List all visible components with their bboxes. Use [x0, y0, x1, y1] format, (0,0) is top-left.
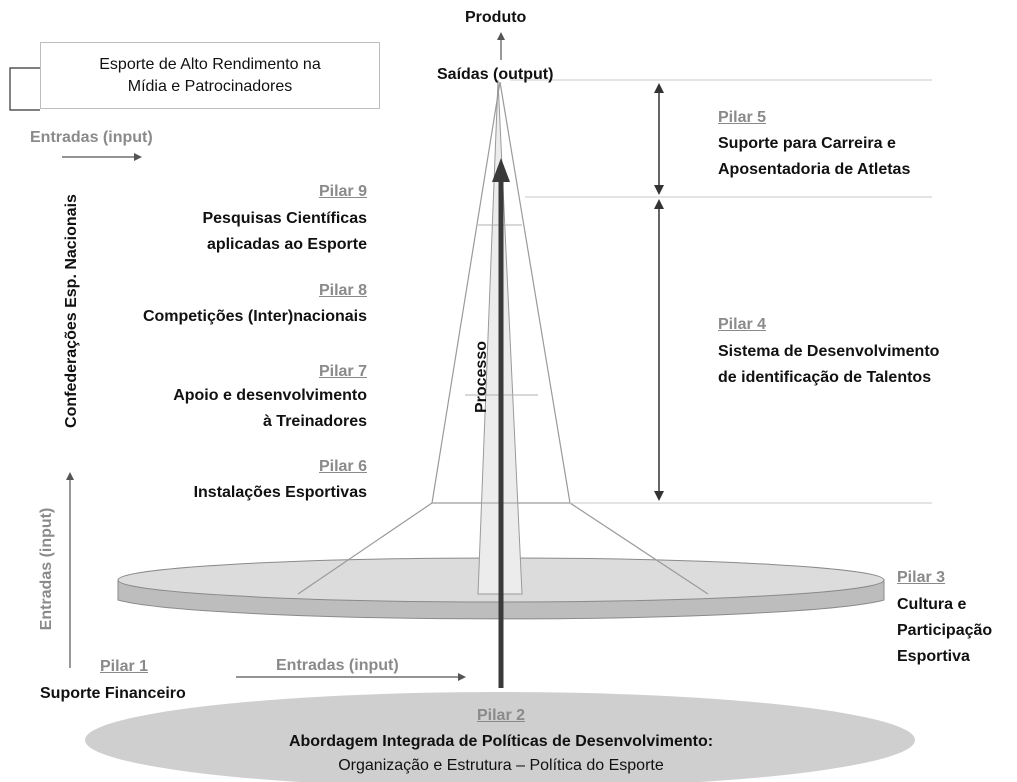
- product-label: Produto: [465, 9, 527, 26]
- pilar7-line2: à Treinadores: [262, 413, 367, 430]
- pilar3-line2: Participação: [897, 622, 993, 639]
- pilar2-subtitle: Organização e Estrutura – Política do Es…: [338, 757, 664, 774]
- pilar7-tag: Pilar 7: [318, 363, 367, 380]
- pilar9-label: Pilar 9: [0, 181, 367, 203]
- pilar9-tag: Pilar 9: [318, 183, 367, 200]
- pilar8-label: Pilar 8: [0, 280, 367, 302]
- outputs-label: Saídas (output): [437, 66, 554, 83]
- pilar4-line2: de identificação de Talentos: [718, 369, 932, 386]
- pilar1-label: Pilar 1: [100, 656, 148, 678]
- pilar1-title: Suporte Financeiro: [40, 685, 186, 702]
- pilar4-line1: Sistema de Desenvolvimento: [718, 343, 940, 360]
- pilar3-label: Pilar 3: [897, 567, 945, 589]
- media-sponsors-box: Esporte de Alto Rendimento na Mídia e Pa…: [40, 42, 380, 109]
- pilar2-title: Abordagem Integrada de Políticas de Dese…: [288, 733, 714, 750]
- pilar8-tag: Pilar 8: [318, 282, 367, 299]
- pilar1-tag: Pilar 1: [100, 658, 149, 675]
- media-box-line2: Mídia e Patrocinadores: [127, 77, 293, 95]
- pilar6-title: Instalações Esportivas: [193, 484, 367, 501]
- pilar4-label: Pilar 4: [718, 314, 766, 336]
- pilar5-label: Pilar 5: [718, 107, 766, 129]
- pilar4-tag: Pilar 4: [718, 316, 767, 333]
- media-box-line1: Esporte de Alto Rendimento na: [99, 55, 321, 73]
- pilar7-label: Pilar 7: [0, 361, 367, 383]
- pilar5-line1: Suporte para Carreira e: [718, 135, 896, 152]
- process-label: Processo: [473, 340, 490, 414]
- pilar7-line1: Apoio e desenvolvimento: [173, 387, 367, 404]
- pilar8-title: Competições (Inter)nacionais: [142, 308, 367, 325]
- pilar6-tag: Pilar 6: [318, 458, 367, 475]
- pilar2-tag: Pilar 2: [476, 707, 526, 724]
- input-label-top: Entradas (input): [30, 129, 153, 146]
- feedback-bracket: [9, 67, 40, 111]
- base-ellipse: [85, 692, 915, 782]
- pyramid: [431, 81, 571, 504]
- pilar2-label: Pilar 2: [0, 705, 1002, 727]
- pilar9-line2: aplicadas ao Esporte: [206, 236, 367, 253]
- pilar9-line1: Pesquisas Científicas: [202, 210, 367, 227]
- input-label-left: Entradas (input): [38, 507, 55, 631]
- pilar5-line2: Aposentadoria de Atletas: [718, 161, 911, 178]
- pilar3-tag: Pilar 3: [897, 569, 946, 586]
- pilar6-label: Pilar 6: [0, 456, 367, 478]
- pilar5-tag: Pilar 5: [718, 109, 767, 126]
- pilar3-line3: Esportiva: [897, 648, 970, 665]
- input-label-bottom: Entradas (input): [276, 657, 399, 674]
- pilar3-line1: Cultura e: [897, 596, 967, 613]
